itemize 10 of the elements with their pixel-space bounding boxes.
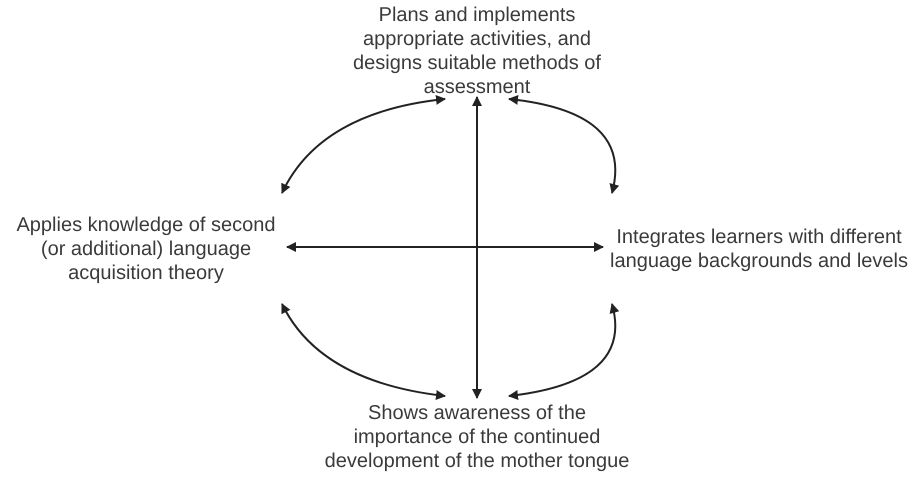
- statement-text: Shows awareness of the importance of the continued development of the mother tongue: [324, 401, 630, 473]
- double-arrow: [281, 95, 446, 194]
- double-arrow: [472, 96, 482, 399]
- double-arrow: [508, 303, 619, 400]
- statement-text: Plans and implements appropriate activities, and designs suitable methods of assessment: [352, 3, 602, 99]
- statement-text: Integrates learners with different language backgrounds and levels: [609, 224, 909, 272]
- double-arrow: [508, 95, 619, 194]
- double-arrow: [281, 303, 446, 400]
- statement-text: Applies knowledge of second (or additional) language acquisition theory: [15, 212, 277, 284]
- double-arrow: [286, 242, 604, 252]
